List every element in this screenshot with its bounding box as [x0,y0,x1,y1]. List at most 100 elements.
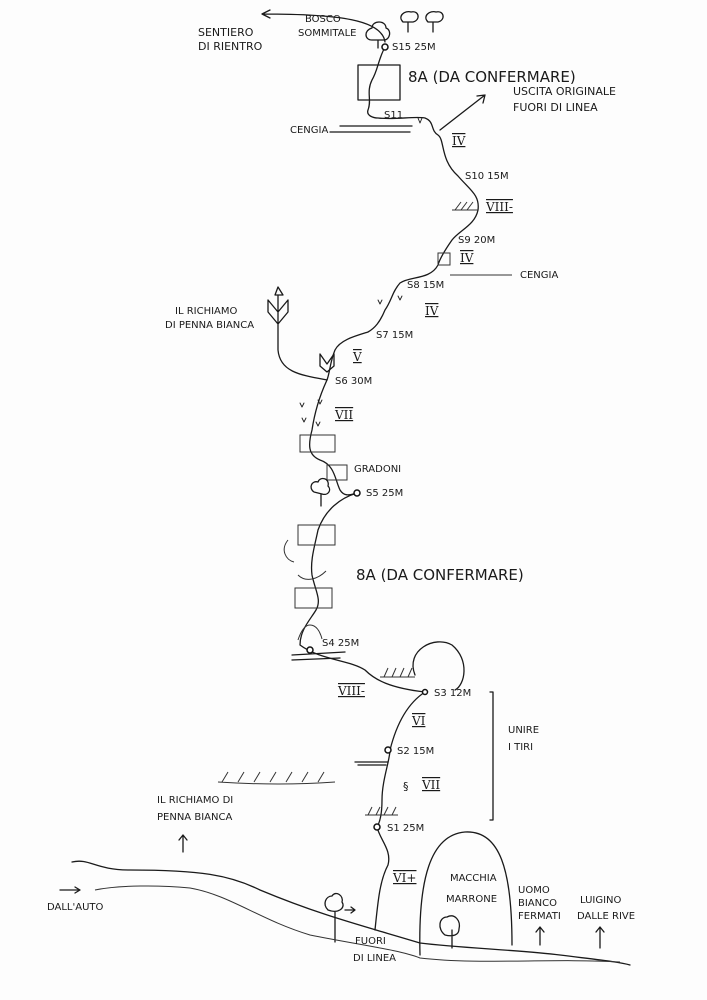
belay-s5 [353,489,361,497]
route-luigino-arrow [595,926,605,949]
tree-icon [310,477,331,507]
original-exit-label: USCITA ORIGINALE [513,85,616,98]
pitch-length: 25M [414,42,435,53]
off-line-label: DI LINEA [353,953,396,964]
crux-box [297,524,336,546]
crux-grade-lower: 8A (DA CONFERMARE) [356,566,524,584]
exit-arrow [439,94,486,131]
svg-text:S6 30M: S6 30M [335,376,372,387]
return-path-arrow [261,9,386,43]
crux-box [357,64,401,101]
svg-text:S9 20M: S9 20M [458,235,495,246]
belay-label: S8 [407,280,420,291]
summit-wood-label: SOMMITALE [298,28,357,39]
steps-label: GRADONI [354,464,401,475]
belay-s4 [306,646,314,654]
svg-text:S4 25M: S4 25M [322,638,359,649]
pitch-length: 25M [338,638,359,649]
feature-label: DI PENNA BIANCA [165,320,254,331]
grade: IV [425,304,439,318]
arc [283,539,327,580]
ledge-label: CENGIA [290,125,328,136]
arc [297,624,323,641]
route-uomo-label: UOMO [518,885,550,896]
join-pitches-label: I TIRI [508,742,533,753]
route-luigino-label: DALLE RIVE [577,911,635,922]
neighbour-route-arrow [178,834,188,853]
loop [412,641,465,691]
brown-patch-outline [419,831,513,956]
ground-line [94,885,621,963]
off-line-arrow [344,906,356,914]
overhang-hatch [365,806,398,816]
belay-s3 [421,688,429,696]
belay-label: S6 [335,376,348,387]
off-line-label: FUORI [355,936,386,947]
brown-patch-label: MARRONE [446,894,497,905]
route-luigino-label: LUIGINO [580,895,622,906]
crux-grade-upper: 8A (DA CONFERMARE) [408,68,576,86]
grade: VIII- [337,684,365,698]
route-uomo-label: FERMATI [518,911,561,922]
return-path-label: DI RIENTRO [198,40,263,53]
from-car-label: DALL'AUTO [47,902,104,913]
belay-s2 [384,746,392,754]
svg-text:S2 15M: S2 15M [397,746,434,757]
feature-label: IL RICHIAMO [175,306,238,317]
route-uomo-label: BIANCO [518,898,557,909]
belay-label: S9 [458,235,471,246]
pitch-length: 15M [423,280,444,291]
belay-label: S2 [397,746,410,757]
belay-label: S10 [465,171,484,182]
belay-label: S3 [434,688,447,699]
overhang-hatch [217,771,336,785]
ledge [329,125,413,133]
svg-text:S7 15M: S7 15M [376,330,413,341]
pitch-length: 25M [382,488,403,499]
neighbour-route-label: PENNA BIANCA [157,812,232,823]
svg-text:S8 15M: S8 15M [407,280,444,291]
ground-line [71,860,631,966]
crux-box [294,587,333,609]
belay-label: S15 [392,42,411,53]
grade: V [352,350,362,364]
svg-text:S3 12M: S3 12M [434,688,471,699]
belay-label: S11 [384,110,403,121]
grade: IV [460,251,474,265]
grade: VII [421,778,440,792]
from-car-arrow [59,886,81,894]
ledge-label: CENGIA [520,270,558,281]
pitch-length: 25M [403,823,424,834]
route-uomo-arrow [535,926,545,946]
pitch-length: 15M [487,171,508,182]
belay-label: S7 [376,330,389,341]
feather-arrow-icon [267,286,335,381]
grade: VII [334,408,353,422]
brown-patch-label: MACCHIA [450,873,497,884]
block [437,252,451,266]
original-exit-label: FUORI DI LINEA [513,101,598,114]
summit-wood-label: BOSCO [305,14,341,25]
belay-s15 [381,43,389,51]
return-path-label: SENTIERO [198,26,254,39]
overhang-hatch [380,667,415,678]
overhang-hatch [452,201,478,211]
grade: VI [411,714,426,728]
svg-text:S10 15M: S10 15M [465,171,509,182]
steps-box [326,464,348,481]
pitch-length: 20M [474,235,495,246]
pitch-length: 30M [351,376,372,387]
neighbour-route-label: IL RICHIAMO DI [157,795,233,806]
join-pitches-label: UNIRE [508,725,539,736]
bolts [299,117,423,427]
ledge [291,651,346,661]
grade: IV [452,134,466,148]
pitch-length: 15M [392,330,413,341]
belay-s1 [373,823,381,831]
belay-label: S5 [366,488,379,499]
grade: VIII- [485,200,513,214]
svg-text:S15 25M: S15 25M [392,42,436,53]
svg-text:S1 25M: S1 25M [387,823,424,834]
